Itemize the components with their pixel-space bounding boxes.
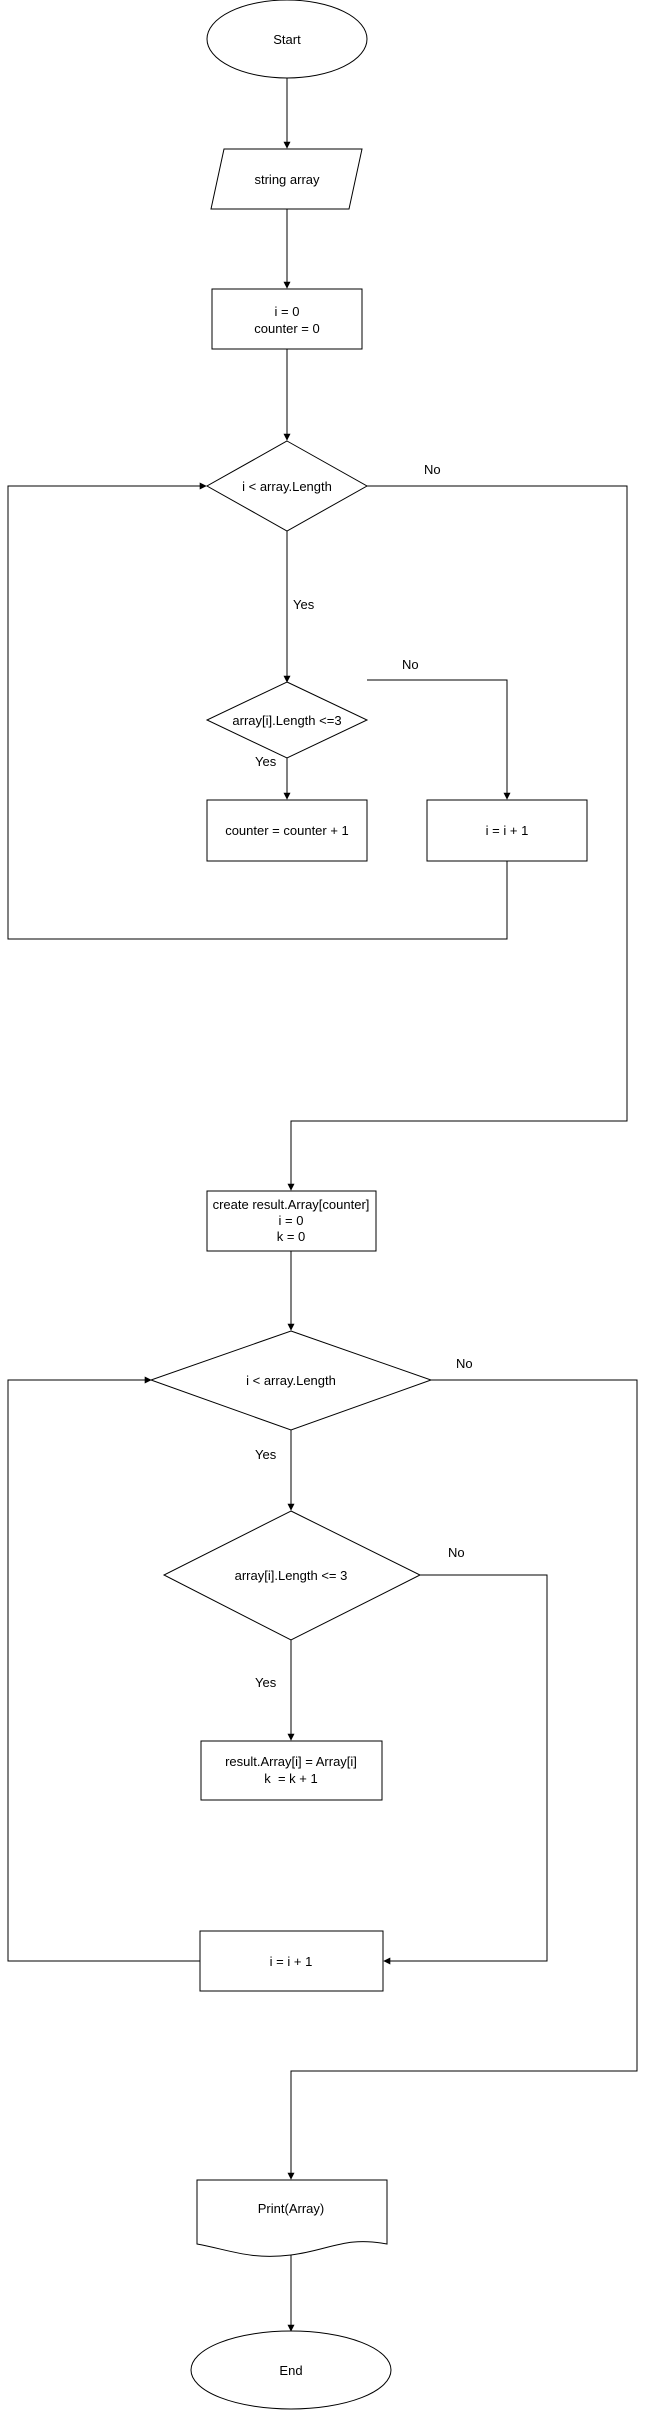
create-result-line-2: i = 0 xyxy=(279,1213,304,1228)
init-node: i = 0 counter = 0 xyxy=(211,288,363,350)
edge-incr1-loop-back xyxy=(7,482,508,940)
loop1-condition-label: i < array.Length xyxy=(242,479,332,494)
label-check1-no: No xyxy=(402,657,419,672)
end-label: End xyxy=(279,2363,302,2378)
i-increment-label-1: i = i + 1 xyxy=(486,823,529,838)
check1-condition-label: array[i].Length <=3 xyxy=(232,713,341,728)
edge-incr2-loop-back xyxy=(7,1376,200,1962)
loop2-decision: i < array.Length xyxy=(149,1330,433,1431)
create-result-line-3: k = 0 xyxy=(277,1229,306,1244)
edge-labels: No Yes No Yes No Yes No Yes xyxy=(255,462,473,1690)
input-node: string array xyxy=(210,148,363,210)
counter-increment-node: counter = counter + 1 xyxy=(206,799,368,862)
print-label: Print(Array) xyxy=(258,2201,324,2216)
label-check2-no: No xyxy=(448,1545,465,1560)
i-increment-label-2: i = i + 1 xyxy=(270,1954,313,1969)
create-result-line-1: create result.Array[counter] xyxy=(213,1197,370,1212)
assign-result-line-2: k = k + 1 xyxy=(264,1771,317,1786)
check2-decision: array[i].Length <= 3 xyxy=(162,1510,422,1641)
edges xyxy=(7,78,638,2332)
counter-increment-label: counter = counter + 1 xyxy=(225,823,349,838)
i-increment-node-2: i = i + 1 xyxy=(199,1930,384,1992)
print-node: Print(Array) xyxy=(196,2179,388,2257)
loop2-condition-label: i < array.Length xyxy=(246,1373,336,1388)
assign-result-line-1: result.Array[i] = Array[i] xyxy=(225,1754,357,1769)
end-node: End xyxy=(190,2330,392,2410)
loop1-decision: i < array.Length xyxy=(205,440,369,532)
label-loop1-no: No xyxy=(424,462,441,477)
check2-condition-label: array[i].Length <= 3 xyxy=(235,1568,348,1583)
init-line-1: i = 0 xyxy=(275,304,300,319)
label-loop2-yes: Yes xyxy=(255,1447,277,1462)
init-line-2: counter = 0 xyxy=(254,321,319,336)
edge-loop2-no-to-print xyxy=(287,1379,638,2180)
edge-check1-no-to-incr1 xyxy=(367,679,511,800)
create-result-node: create result.Array[counter] i = 0 k = 0 xyxy=(206,1190,377,1252)
edge-check2-no-to-incr2 xyxy=(383,1574,548,1965)
edge-loop1-no-to-create xyxy=(287,485,628,1191)
label-loop2-no: No xyxy=(456,1356,473,1371)
label-loop1-yes: Yes xyxy=(293,597,315,612)
label-check1-yes: Yes xyxy=(255,754,277,769)
i-increment-node-1: i = i + 1 xyxy=(426,799,588,862)
start-label: Start xyxy=(273,32,301,47)
label-check2-yes: Yes xyxy=(255,1675,277,1690)
start-node: Start xyxy=(206,0,368,79)
check1-decision: array[i].Length <=3 xyxy=(205,681,369,759)
input-label: string array xyxy=(254,172,320,187)
assign-result-node: result.Array[i] = Array[i] k = k + 1 xyxy=(200,1740,383,1801)
